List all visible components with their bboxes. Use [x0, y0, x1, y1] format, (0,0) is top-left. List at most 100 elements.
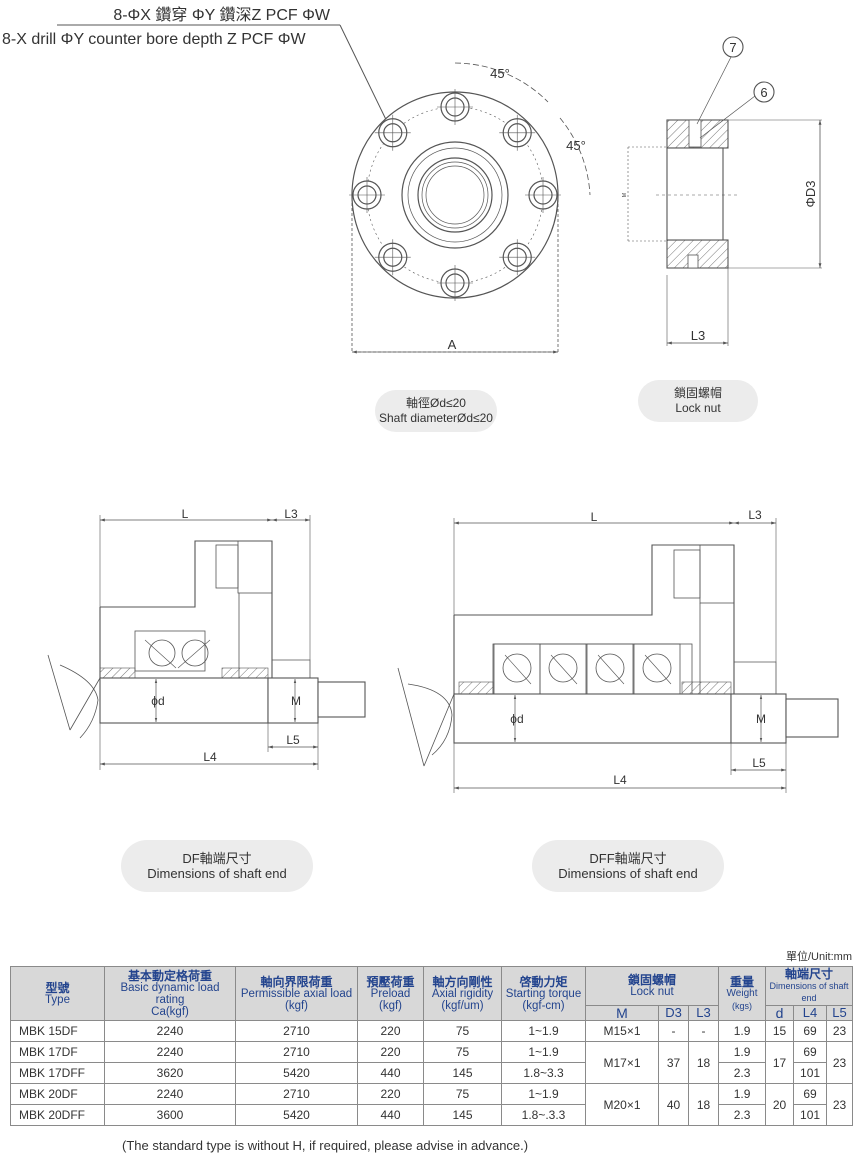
header-l5: L5 — [826, 1005, 854, 1021]
footnote: (The standard type is without H, if requ… — [122, 1138, 529, 1153]
dim-m-label: M — [622, 193, 628, 197]
cell-preload: 220 — [357, 1041, 424, 1063]
df-assembly-view — [47, 515, 366, 770]
cell-l3: - — [687, 1020, 720, 1042]
cell-axial: 2710 — [235, 1041, 358, 1063]
lock-nut-en: Lock nut — [675, 401, 721, 415]
cell-ca: 3620 — [104, 1062, 236, 1084]
cell-d3: 37 — [658, 1041, 689, 1084]
angle-label-2: 45° — [566, 138, 586, 153]
lock-nut-label: 鎖固螺帽 Lock nut — [638, 380, 758, 422]
cell-l4: 69 — [793, 1083, 828, 1105]
dim-l3-label: L3 — [691, 328, 705, 343]
cell-d: 20 — [765, 1083, 795, 1126]
shaft-diameter-zh: 軸徑Ød≤20 — [406, 396, 466, 410]
cell-axial: 5420 — [235, 1062, 358, 1084]
df-dim-l: L — [182, 507, 189, 521]
cell-axial: 2710 — [235, 1020, 358, 1042]
cell-type: MBK 17DF — [10, 1041, 105, 1063]
shaft-diameter-en: Shaft diameterØd≤20 — [379, 411, 493, 425]
lock-nut-zh: 鎖固螺帽 — [673, 386, 722, 400]
cell-rigidity: 145 — [423, 1062, 502, 1084]
cell-weight: 1.9 — [718, 1083, 767, 1105]
dff-dim-m: M — [756, 712, 766, 726]
hole-callout: 8-ΦX 鑽穿 ΦY 鑽深Z PCF ΦW 8-X drill ΦY count… — [2, 6, 394, 135]
cell-ca: 2240 — [104, 1041, 236, 1063]
cell-rigidity: 75 — [423, 1041, 502, 1063]
callout-en: 8-X drill ΦY counter bore depth Z PCF ΦW — [2, 31, 306, 48]
dff-label-zh: DFF軸端尺寸 — [589, 851, 667, 866]
bearing-icon — [539, 643, 587, 695]
header-l4: L4 — [793, 1005, 828, 1021]
cell-d3: - — [658, 1020, 689, 1042]
cell-torque: 1.8~3.3 — [501, 1062, 586, 1084]
balloon-7: 7 — [729, 40, 736, 55]
bolt-hole-icon — [525, 177, 561, 213]
cell-weight: 2.3 — [718, 1062, 767, 1084]
dff-dim-l4: L4 — [613, 773, 627, 787]
header-l3: L3 — [687, 1005, 720, 1021]
bolt-hole-icon — [437, 89, 473, 125]
dim-d3-label: ΦD3 — [803, 181, 818, 208]
cell-torque: 1~1.9 — [501, 1083, 586, 1105]
cell-ca: 2240 — [104, 1083, 236, 1105]
cell-weight: 1.9 — [718, 1041, 767, 1063]
df-dim-d: ϕd — [151, 694, 164, 708]
unit-label: 單位/Unit:mm — [786, 951, 852, 963]
cell-ca: 2240 — [104, 1020, 236, 1042]
callout-zh: 8-ΦX 鑽穿 ΦY 鑽深Z PCF ΦW — [113, 6, 331, 24]
df-dim-l4: L4 — [203, 750, 217, 764]
df-dim-m: M — [291, 694, 301, 708]
cell-d: 15 — [765, 1020, 795, 1042]
table-subheader-row: M D3 L3 d L4 L5 — [11, 1005, 854, 1021]
cell-type: MBK 15DF — [10, 1020, 105, 1042]
bolt-hole-icon — [374, 114, 411, 151]
df-label-zh: DF軸端尺寸 — [182, 851, 252, 866]
bolt-hole-icon — [499, 114, 536, 151]
flange-front-view — [349, 62, 591, 354]
cell-l4: 101 — [793, 1104, 828, 1126]
cell-l4: 101 — [793, 1062, 828, 1084]
df-label-en: Dimensions of shaft end — [147, 866, 287, 881]
bearing-icon — [493, 643, 541, 695]
cell-torque: 1.8~.3.3 — [501, 1104, 586, 1126]
dff-dim-l: L — [591, 510, 598, 524]
dff-assembly-view — [397, 518, 839, 793]
cell-m: M17×1 — [585, 1041, 659, 1084]
cell-l5: 23 — [826, 1083, 854, 1126]
cell-torque: 1~1.9 — [501, 1020, 586, 1042]
cell-ca: 3600 — [104, 1104, 236, 1126]
header-m: M — [585, 1005, 659, 1021]
angle-label-1: 45° — [490, 66, 510, 81]
bolt-hole-icon — [349, 177, 385, 213]
header-d3: D3 — [658, 1005, 689, 1021]
dff-dim-d: ϕd — [510, 712, 523, 726]
cell-d: 17 — [765, 1041, 795, 1084]
bolt-holes — [349, 89, 561, 301]
cell-l4: 69 — [793, 1020, 828, 1042]
cell-rigidity: 75 — [423, 1083, 502, 1105]
cell-type: MBK 20DF — [10, 1083, 105, 1105]
technical-drawings: 8-ΦX 鑽穿 ΦY 鑽深Z PCF ΦW 8-X drill ΦY count… — [2, 6, 839, 793]
cell-type: MBK 17DFF — [10, 1062, 105, 1084]
cell-l5: 23 — [826, 1020, 854, 1042]
cell-weight: 1.9 — [718, 1020, 767, 1042]
bolt-hole-icon — [374, 239, 411, 276]
cell-axial: 2710 — [235, 1083, 358, 1105]
bolt-hole-icon — [437, 265, 473, 301]
dff-dim-l3: L3 — [748, 508, 762, 522]
